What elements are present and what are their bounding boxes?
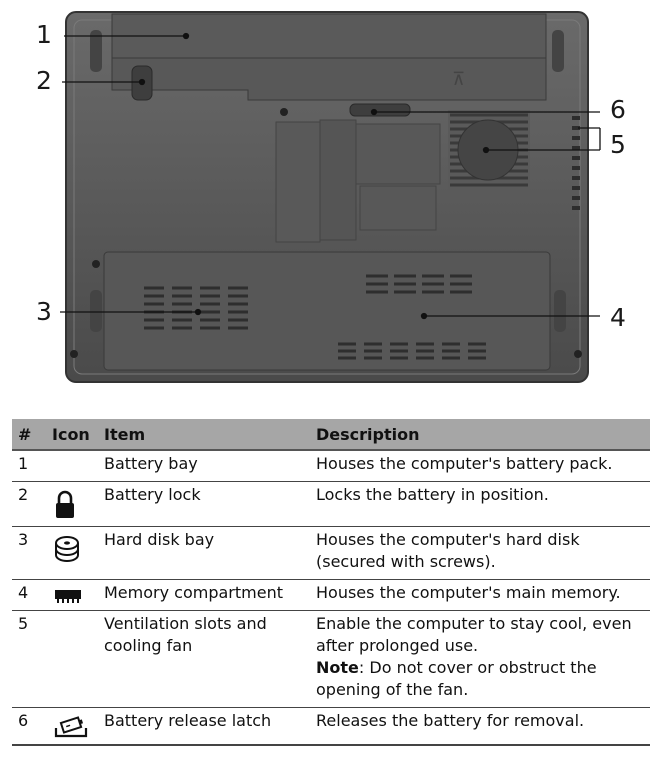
callout-3: 3 xyxy=(36,297,52,326)
components-table: # Icon Item Description 1 Battery bay Ho… xyxy=(12,419,650,746)
table-row: 4 Memory compartment Houses the computer… xyxy=(12,579,650,611)
row-icon-empty xyxy=(46,610,98,708)
row-item: Battery lock xyxy=(98,481,310,527)
callout-6: 6 xyxy=(610,95,626,124)
header-number: # xyxy=(12,419,46,451)
laptop-bottom-figure: ⊼ xyxy=(36,11,626,383)
header-icon: Icon xyxy=(46,419,98,451)
row-description: Houses the computer's main memory. xyxy=(310,579,650,611)
callout-4: 4 xyxy=(610,303,626,332)
table-header-row: # Icon Item Description xyxy=(12,419,650,451)
callout-1: 1 xyxy=(36,20,52,49)
battery-release-icon xyxy=(54,716,88,738)
row-number: 1 xyxy=(12,450,46,482)
header-description: Description xyxy=(310,419,650,451)
row-number: 2 xyxy=(12,481,46,527)
row-number: 4 xyxy=(12,579,46,611)
note: Note: Do not cover or obstruct the openi… xyxy=(316,657,650,701)
lock-icon xyxy=(56,490,74,518)
row-description: Locks the battery in position. xyxy=(310,481,650,527)
row-number: 5 xyxy=(12,610,46,708)
table-row: 3 Hard disk bay Houses the computer's ha… xyxy=(12,526,650,580)
table-row: 6 Battery release latch Releases the bat… xyxy=(12,707,650,746)
callout-2: 2 xyxy=(36,66,52,95)
note-text: : Do not cover or obstruct the opening o… xyxy=(316,658,597,699)
table-row: 2 Battery lock Locks the battery in posi… xyxy=(12,481,650,527)
row-description: Houses the computer's hard disk (secured… xyxy=(310,526,650,580)
laptop-bottom-illustration: ⊼ xyxy=(60,11,601,383)
table-row: 5 Ventilation slots and cooling fan Enab… xyxy=(12,610,650,708)
row-item: Battery bay xyxy=(98,450,310,482)
row-item: Memory compartment xyxy=(98,579,310,611)
row-item: Ventilation slots and cooling fan xyxy=(98,610,310,708)
row-description: Houses the computer's battery pack. xyxy=(310,450,650,482)
row-item: Hard disk bay xyxy=(98,526,310,580)
hard-disk-icon xyxy=(55,536,79,562)
note-label: Note xyxy=(316,658,359,677)
row-description: Releases the battery for removal. xyxy=(310,707,650,746)
fan-grill xyxy=(448,110,530,192)
row-number: 6 xyxy=(12,707,46,746)
callout-5: 5 xyxy=(610,130,626,159)
row-description-cell: Enable the computer to stay cool, even a… xyxy=(310,610,650,708)
row-description: Enable the computer to stay cool, even a… xyxy=(316,614,632,655)
row-item: Battery release latch xyxy=(98,707,310,746)
row-number: 3 xyxy=(12,526,46,580)
row-icon-empty xyxy=(46,450,98,482)
memory-icon xyxy=(55,590,81,603)
svg-text:⊼: ⊼ xyxy=(452,69,465,90)
table-row: 1 Battery bay Houses the computer's batt… xyxy=(12,450,650,482)
header-item: Item xyxy=(98,419,310,451)
